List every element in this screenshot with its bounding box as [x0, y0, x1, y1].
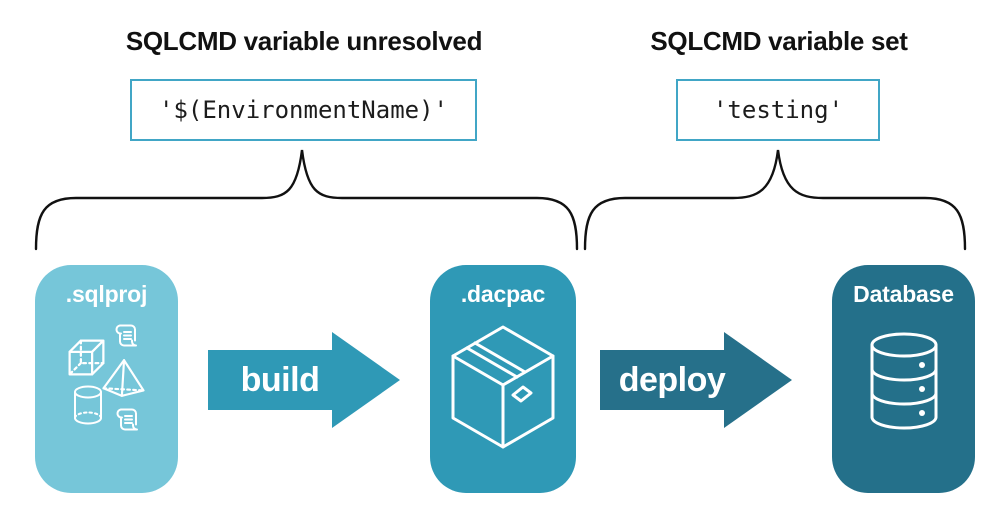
code-text-environment-variable: '$(EnvironmentName)' — [159, 96, 448, 124]
code-text-testing-value: 'testing' — [712, 96, 844, 124]
database-cylinder-icon — [864, 331, 944, 431]
brace-left-icon — [34, 149, 579, 251]
deploy-arrow-label: deploy — [618, 360, 726, 399]
cylinder-icon — [72, 384, 104, 426]
build-arrow-shape — [208, 332, 400, 428]
node-sqlproj: .sqlproj — [35, 265, 178, 493]
code-box-environment-variable: '$(EnvironmentName)' — [130, 79, 477, 141]
heading-variable-unresolved: SQLCMD variable unresolved — [125, 26, 483, 56]
code-box-testing-value: 'testing' — [676, 79, 880, 141]
package-box-icon — [447, 323, 559, 449]
brace-right-icon — [583, 149, 967, 251]
script-scroll-icon — [111, 322, 139, 349]
deploy-arrow: deploy — [600, 330, 794, 430]
cube-icon — [64, 337, 109, 379]
node-database: Database — [832, 265, 975, 493]
pyramid-icon — [101, 358, 146, 398]
node-dacpac-label: .dacpac — [460, 281, 546, 307]
build-arrow-label: build — [240, 360, 320, 399]
node-dacpac: .dacpac — [430, 265, 576, 493]
heading-variable-set: SQLCMD variable set — [650, 26, 908, 56]
node-sqlproj-label: .sqlproj — [65, 281, 148, 307]
build-arrow: build — [208, 330, 402, 430]
node-database-label: Database — [853, 281, 954, 307]
deploy-arrow-shape — [600, 332, 792, 428]
script-scroll-icon — [112, 406, 140, 433]
